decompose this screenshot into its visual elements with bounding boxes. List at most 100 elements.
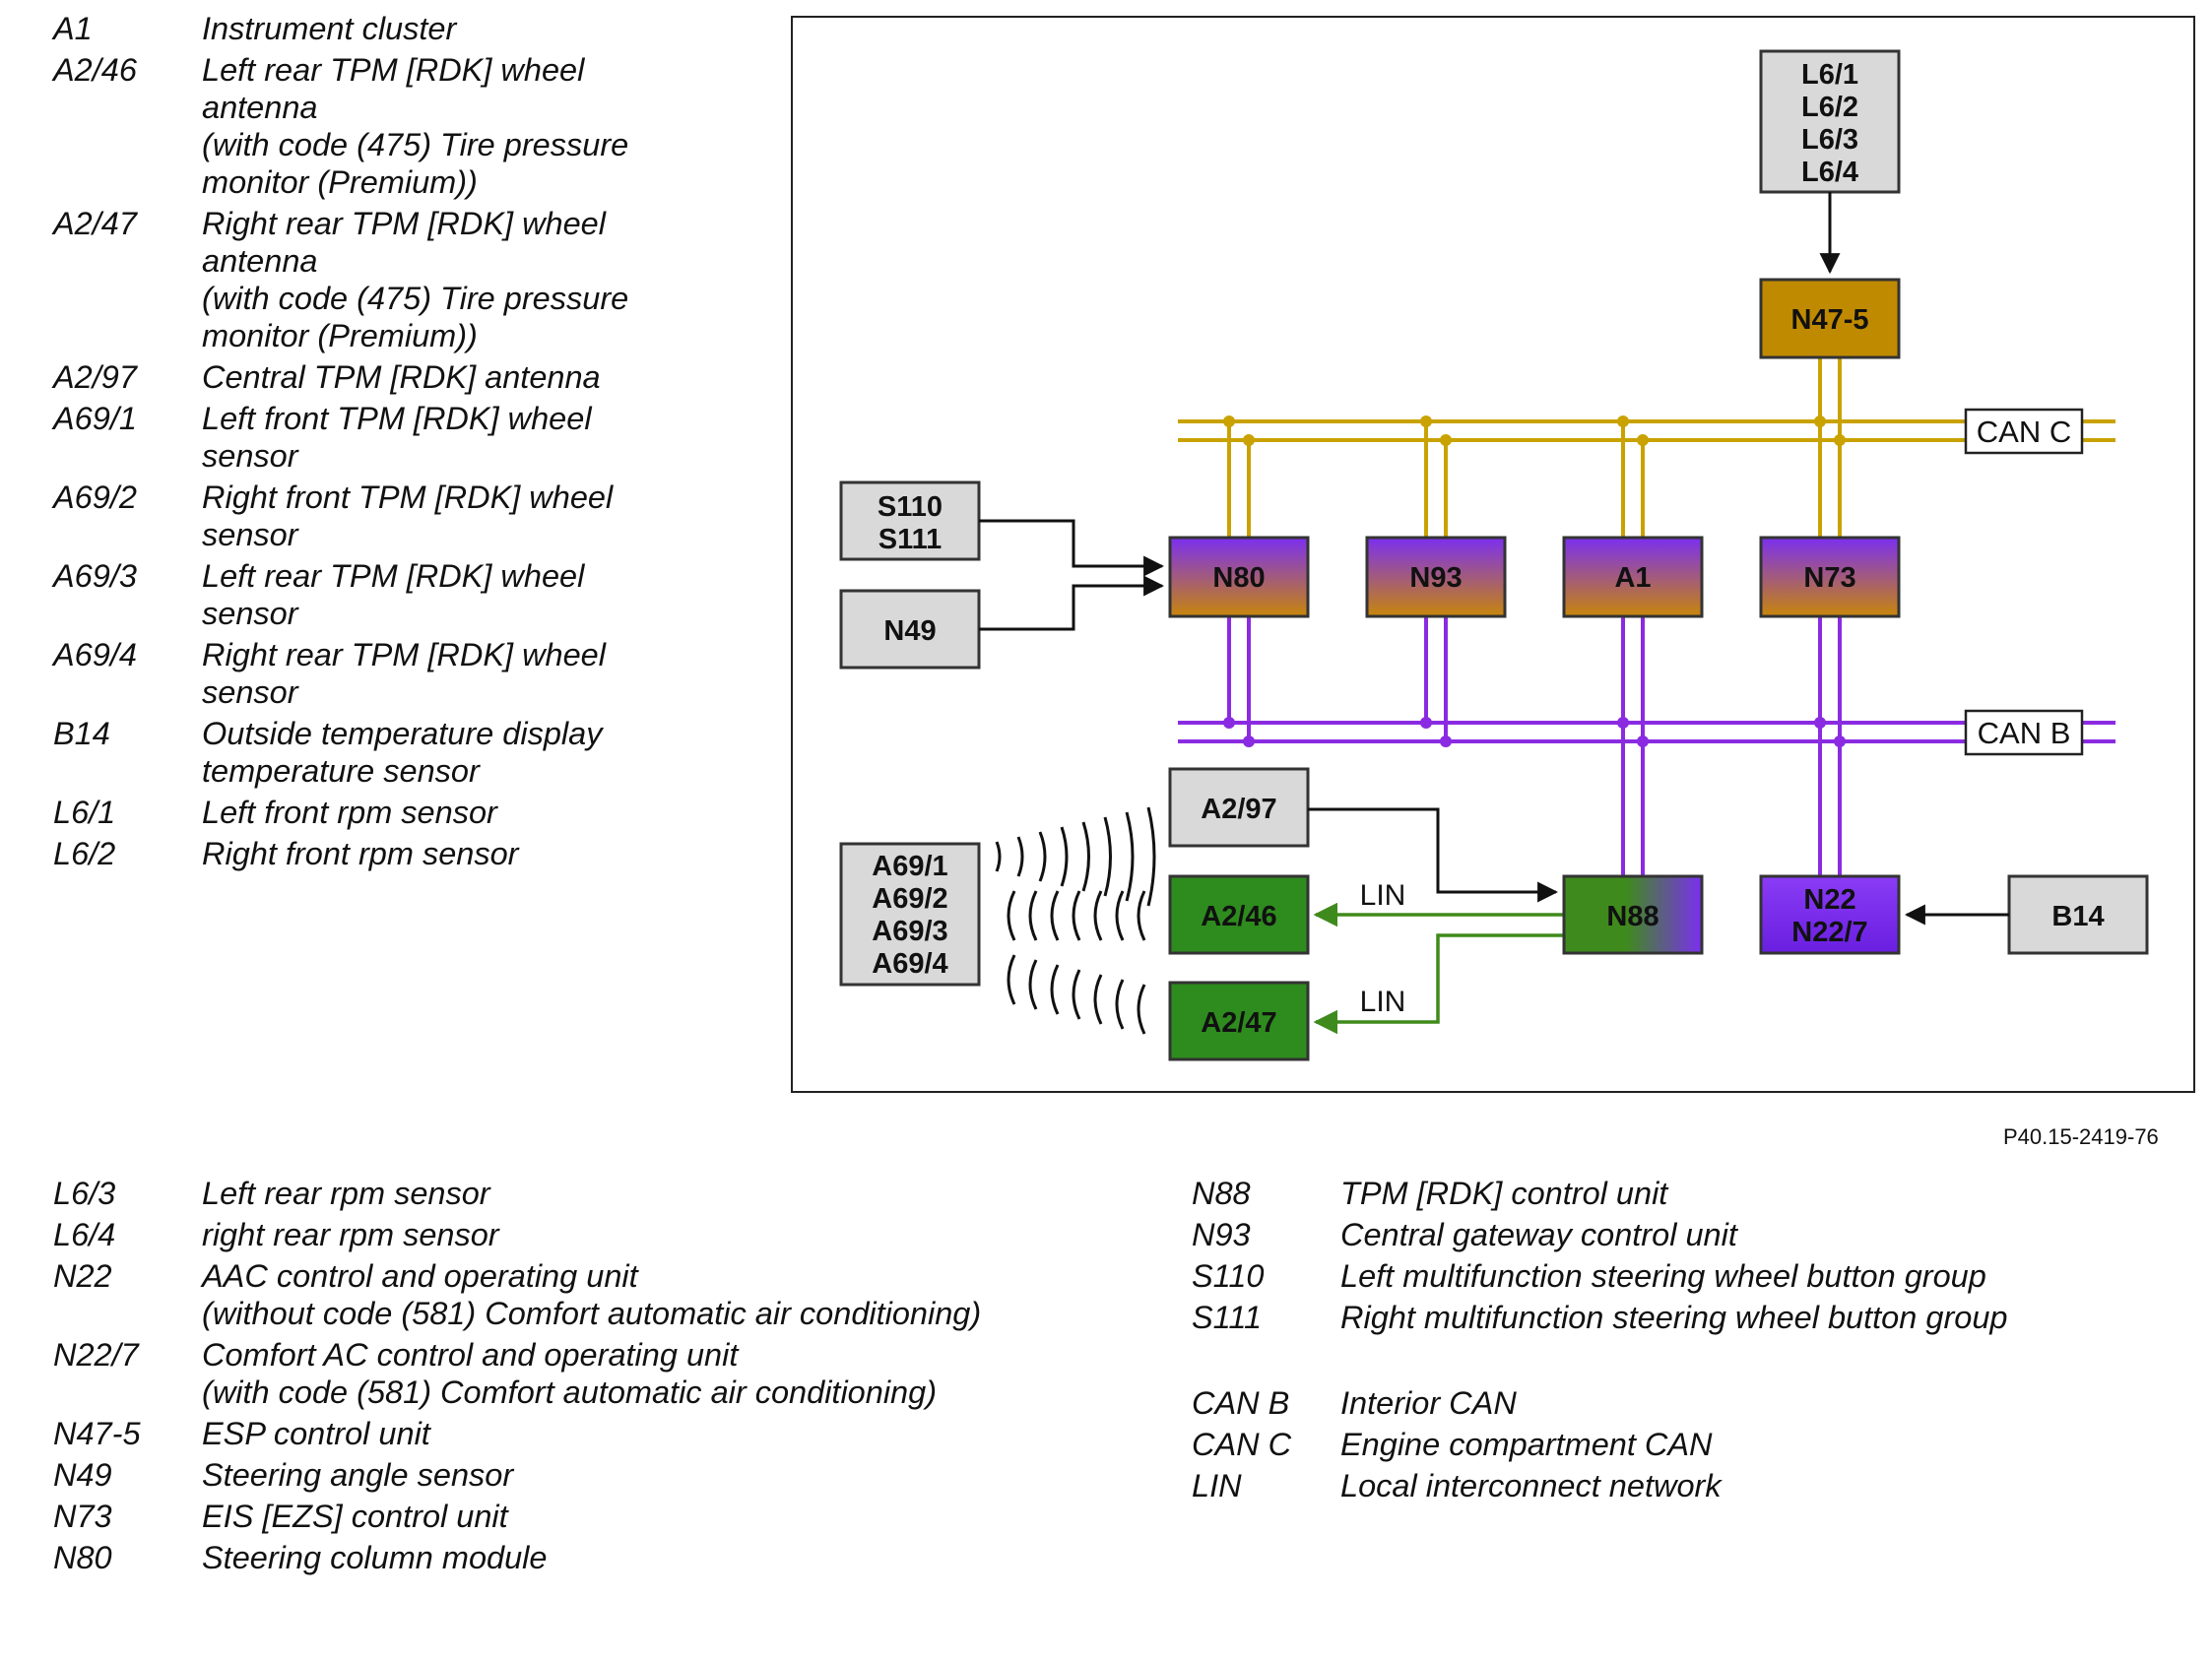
legend-row: B14 Outside temperature display temperatu… [53,715,675,790]
a69-3-label: A69/3 [872,916,947,947]
legend-description: Comfort AC control and operating unit (w… [202,1337,938,1410]
legend-description: Interior CAN [1340,1385,1517,1421]
n73-block [1759,536,1901,618]
n22-7-label: N22/7 [1791,917,1867,948]
legend-row: A69/4 Right rear TPM [RDK] wheel sensor [53,636,675,711]
legend-row: L6/3 Left rear rpm sensor [53,1175,981,1212]
figure-id: P40.15-2419-76 [2003,1124,2159,1149]
legend-code: N80 [53,1540,112,1575]
n47-5-block [1759,278,1901,359]
lin-label-2: LIN [1360,986,1406,1018]
legend-code: A2/46 [53,52,137,88]
n49-to-n80-arrow [979,575,1165,631]
can-b-junctions [1223,717,1846,747]
legend-code: CAN C [1192,1427,1292,1462]
legend-code: B14 [53,716,110,751]
l6-1-label: L6/1 [1801,59,1858,91]
s110-label: S110 [878,491,943,523]
n88-label: N88 [1606,901,1659,932]
n80-block [1168,536,1310,618]
n49-label: N49 [883,615,936,647]
legend-code: L6/2 [53,836,116,871]
legend-row: N22/7 Comfort AC control and operating un… [53,1336,981,1411]
legend-row: CAN C Engine compartment CAN [1192,1426,2008,1463]
legend-description: Left front TPM [RDK] wheel sensor [202,401,592,474]
legend-description: Right rear TPM [RDK] wheel sensor [202,637,606,710]
a2-97-label: A2/97 [1201,794,1276,825]
a69-4-label: A69/4 [872,948,947,980]
s110-s111-block [839,480,981,561]
a1-block [1562,536,1704,618]
n47-5-label: N47-5 [1791,304,1869,336]
legend-description: Left rear TPM [RDK] wheel antenna (with … [202,52,629,200]
l6-4-label: L6/4 [1801,157,1858,188]
legend-description: Left front rpm sensor [202,795,497,830]
n49-block [839,589,981,670]
legend-code: N22/7 [53,1337,139,1373]
legend-code: N22 [53,1258,112,1294]
legend-row: N49 Steering angle sensor [53,1456,981,1494]
can-c-label-box [1964,408,2084,455]
legend-code: N73 [53,1499,112,1534]
n88-block [1562,874,1704,955]
lin-line-a2-47 [1313,933,1564,1035]
legend-row: CAN B Interior CAN [1192,1384,2008,1422]
l6-2-label: L6/2 [1801,92,1858,123]
legend-description: EIS [EZS] control unit [202,1499,508,1534]
a2-47-block [1168,981,1310,1061]
legend-code: LIN [1192,1468,1242,1503]
n22-block [1759,874,1901,955]
a2-97-block [1168,767,1310,848]
legend-description: Engine compartment CAN [1340,1427,1713,1462]
legend-code: A2/97 [53,359,137,395]
legend-row: A2/46 Left rear TPM [RDK] wheel antenna (… [53,51,675,201]
legend-description: Left rear TPM [RDK] wheel sensor [202,558,585,631]
legend-code: L6/3 [53,1176,116,1211]
a69-1-label: A69/1 [872,851,947,882]
legend-description: AAC control and operating unit (without … [202,1258,982,1331]
can-c-label: CAN C [1977,415,2071,449]
legend-code: N88 [1192,1176,1251,1211]
legend-code: S110 [1192,1258,1265,1294]
legend-code: S111 [1192,1300,1263,1335]
legend-description: Right rear TPM [RDK] wheel antenna (with… [202,206,629,353]
n73-label: N73 [1803,562,1855,594]
a2-97-to-n88-arrow [1308,807,1559,903]
a2-46-block [1168,874,1310,955]
legend-buses: CAN B Interior CAN CAN C Engine compartment… [1192,1384,2008,1504]
legend-code: A69/2 [53,479,137,515]
radio-waves-icon [995,806,1156,1035]
legend-description: Left rear rpm sensor [202,1176,490,1211]
legend-description: Outside temperature display temperature … [202,716,603,789]
a2-47-label: A2/47 [1201,1007,1276,1039]
legend-description: Instrument cluster [202,11,457,46]
legend-code: A69/4 [53,637,137,672]
legend-description: Right multifunction steering wheel butto… [1340,1300,2008,1335]
legend-description: ESP control unit [202,1416,430,1451]
legend-code: N49 [53,1457,112,1493]
n93-block [1365,536,1507,618]
n80-label: N80 [1212,562,1265,594]
legend-code: CAN B [1192,1385,1290,1421]
legend-description: Steering angle sensor [202,1457,514,1493]
can-b-label: CAN B [1978,716,2071,750]
